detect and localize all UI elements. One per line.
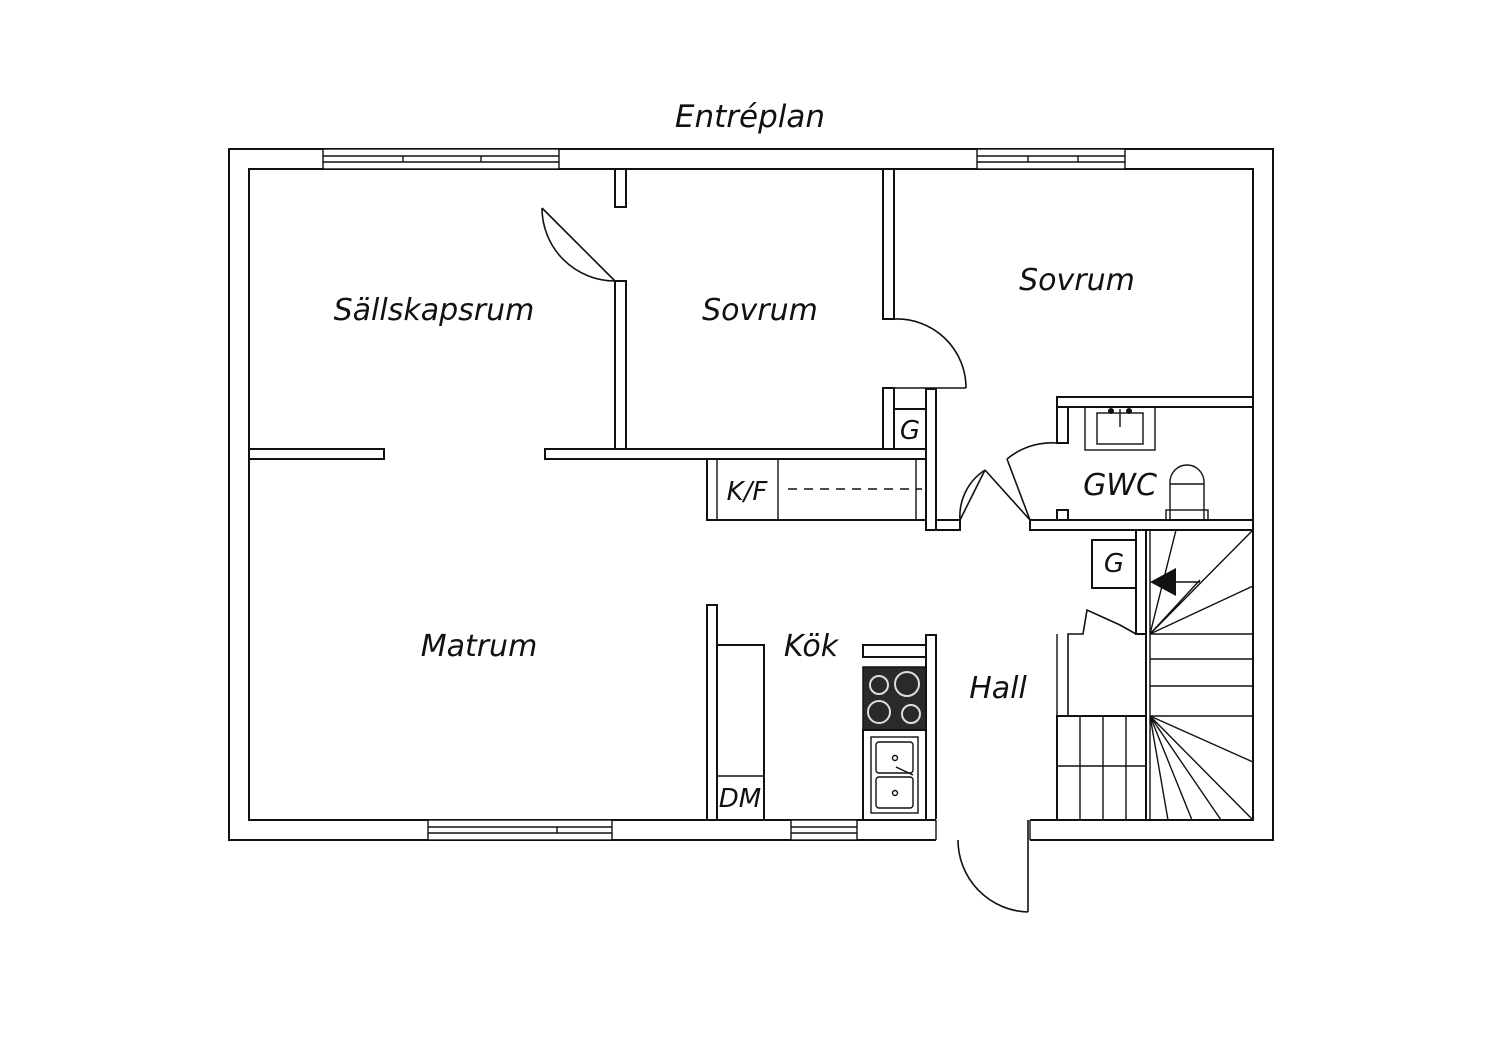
doors: [541, 207, 1137, 913]
door-swing-icon: [984, 442, 1058, 521]
sink-icon: [870, 736, 919, 814]
staircase: [1056, 529, 1254, 821]
window-icon: [427, 819, 613, 841]
toilet-icon: [1165, 464, 1209, 521]
door-swing-icon: [957, 820, 1029, 913]
room-label-sallskapsrum: Sällskapsrum: [334, 293, 535, 328]
room-label-kok: Kök: [784, 629, 840, 664]
room-label-sovrum-2: Sovrum: [1019, 263, 1135, 298]
dishwasher-label: DM: [719, 784, 761, 814]
fridge-freezer-label: K/F: [727, 477, 769, 507]
plan-title: Entréplan: [675, 99, 825, 135]
closet-upper: [893, 408, 927, 450]
interior-walls: [248, 168, 1254, 841]
stair-arrow-icon: [1150, 568, 1200, 596]
room-label-matrum: Matrum: [421, 629, 538, 664]
window-icon: [322, 148, 560, 170]
stove-icon: [862, 644, 927, 731]
sink-icon: [1084, 406, 1156, 451]
counter-left: [716, 644, 765, 821]
room-label-gwc: GWC: [1083, 468, 1157, 503]
kitchen-fixtures: [716, 644, 927, 821]
closet-label-lower: G: [1104, 549, 1124, 579]
window-icon: [790, 819, 858, 841]
room-label-hall: Hall: [969, 671, 1027, 706]
door-swing-icon: [959, 469, 986, 521]
room-labels: Sällskapsrum Sovrum Sovrum GWC Matrum Kö…: [334, 263, 1157, 706]
window-icon: [976, 148, 1126, 170]
door-swing-icon: [541, 207, 616, 282]
closet-lower: [1091, 539, 1137, 589]
closet-label-upper: G: [900, 416, 920, 446]
windows: [322, 148, 1126, 841]
room-label-sovrum-1: Sovrum: [702, 293, 818, 328]
gwc-fixtures: [1084, 406, 1209, 521]
door-swing-icon: [1067, 608, 1137, 716]
door-swing-icon: [893, 318, 967, 389]
fixture-labels: G G K/F DM: [719, 416, 1124, 814]
